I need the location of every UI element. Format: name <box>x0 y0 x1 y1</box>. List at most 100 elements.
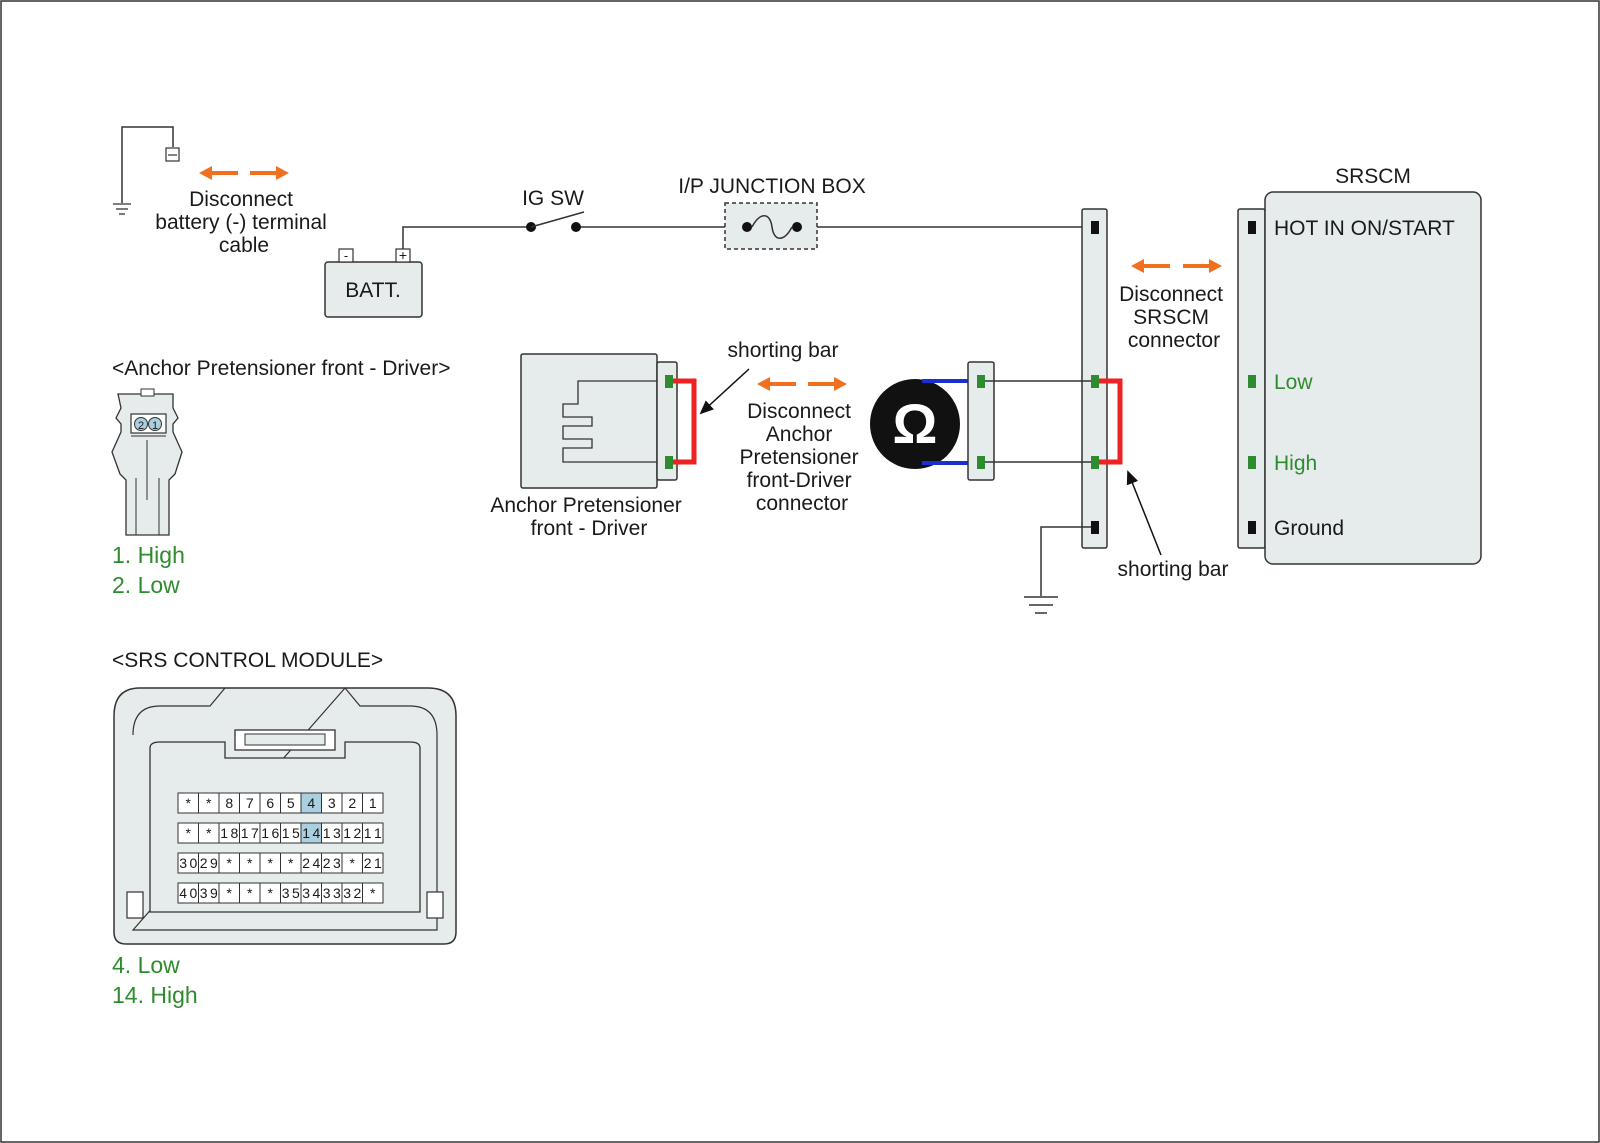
pretensioner-internal-wiring <box>562 380 657 463</box>
harness-terminal-hot <box>1091 221 1099 234</box>
shorting-bar-left <box>673 378 697 465</box>
pin-label: * <box>370 885 376 901</box>
pin-label: * <box>227 885 233 901</box>
shorting-bar-right <box>1099 378 1123 465</box>
pin-label: 8 <box>225 795 233 811</box>
battery-disconnect-label: Disconnect battery (-) terminal cable <box>155 188 332 257</box>
srscm-high-label: High <box>1274 452 1317 475</box>
pretensioner-label: Anchor Pretensioner front - Driver <box>490 494 687 540</box>
pin-label: 1 <box>369 795 377 811</box>
test-terminal-low <box>977 375 985 388</box>
pin-cell <box>362 882 384 904</box>
pin-label: 7 <box>246 795 254 811</box>
ig-switch-label: IG SW <box>522 187 584 210</box>
pretensioner-disconnect-line: Disconnect <box>747 400 851 423</box>
pin-label: 3 <box>328 795 336 811</box>
pretensioner-disconnect-line: Pretensioner <box>740 446 859 469</box>
srscm-disconnect-line: connector <box>1128 329 1220 352</box>
battery-disconnect-arrow <box>199 166 289 180</box>
srscm-terminal-ground <box>1248 521 1256 534</box>
pretensioner-disconnect-arrow <box>757 377 847 391</box>
pin-label: 2 <box>348 795 356 811</box>
srscm-terminal-low <box>1248 375 1256 388</box>
junction-box-label: I/P JUNCTION BOX <box>678 175 865 198</box>
battery-disconnect-line: Disconnect <box>189 188 293 211</box>
pretensioner-connector <box>656 361 678 481</box>
srscm-module: SRSCM HOT IN ON/START Low High Ground <box>1237 165 1482 565</box>
pin-label: * <box>206 795 212 811</box>
srscm-terminal-high <box>1248 456 1256 469</box>
pretensioner-disconnect-label: Disconnect Anchor Pretensioner front-Dri… <box>740 400 865 515</box>
srs-legend-item: 14. High <box>112 982 198 1008</box>
anchor-legend-item: 2. Low <box>112 572 180 598</box>
pretensioner-disconnect-line: front-Driver <box>747 469 852 492</box>
battery-label: BATT. <box>345 279 401 302</box>
ohmmeter: Ω <box>870 379 980 469</box>
srscm-disconnect-label: Disconnect SRSCM connector <box>1119 283 1229 352</box>
srscm-low-label: Low <box>1274 371 1313 394</box>
anchor-legend-item: 1. High <box>112 542 185 568</box>
battery: - + BATT. <box>324 247 423 318</box>
srs-legend-item: 4. Low <box>112 952 180 978</box>
shorting-bar-label-left: shorting bar <box>728 339 839 362</box>
ig-switch: IG SW <box>522 187 585 232</box>
battery-disconnect-line: cable <box>219 234 269 257</box>
power-wire-batt <box>402 226 531 249</box>
pin-label: * <box>350 855 356 871</box>
pin-cell <box>362 852 384 874</box>
pin-label: * <box>227 855 233 871</box>
pin-label: * <box>186 825 192 841</box>
pin-label: * <box>247 885 253 901</box>
battery-plus-symbol: + <box>399 247 407 263</box>
pretensioner-body <box>520 353 658 489</box>
pretensioner-terminal-1 <box>665 375 673 388</box>
ohmmeter-body <box>870 379 960 469</box>
battery-ground-wire <box>113 126 180 215</box>
pin-label: * <box>247 855 253 871</box>
pin-label: 4 <box>307 795 315 811</box>
battery-minus-symbol: - <box>344 248 348 263</box>
pin-label: * <box>268 855 274 871</box>
pin-label: * <box>206 825 212 841</box>
anchor-pin-label: 1 <box>152 420 158 432</box>
harness-terminal-low <box>1091 375 1099 388</box>
srscm-body <box>1264 191 1482 565</box>
anchor-connector-title: <Anchor Pretensioner front - Driver> <box>112 357 450 380</box>
ip-junction-box: I/P JUNCTION BOX <box>678 175 866 250</box>
srs-module-title: <SRS CONTROL MODULE> <box>112 649 383 672</box>
anchor-connector-drawing: 2 1 <box>111 388 183 536</box>
ohm-icon: Ω <box>893 392 938 455</box>
test-terminal-high <box>977 456 985 469</box>
pretensioner-label-line: Anchor Pretensioner <box>490 494 681 517</box>
pin-label: 6 <box>266 795 274 811</box>
srscm-terminal-hot <box>1248 221 1256 234</box>
pin-cell <box>362 822 384 844</box>
pretensioner-disconnect-line: connector <box>756 492 848 515</box>
pin-label: 5 <box>287 795 295 811</box>
ground-wire <box>1024 526 1091 614</box>
pin-label: * <box>186 795 192 811</box>
srscm-disconnect-line: SRSCM <box>1133 306 1209 329</box>
pretensioner-disconnect-line: Anchor <box>766 423 833 446</box>
test-harness-connector <box>967 361 995 481</box>
shorting-bar-pointer-left <box>699 368 750 415</box>
pretensioner-label-line: front - Driver <box>531 517 648 540</box>
anchor-pin-label: 2 <box>138 420 144 432</box>
shorting-bar-label-right: shorting bar <box>1118 558 1229 581</box>
pin-label: * <box>288 855 294 871</box>
pin-label: * <box>268 885 274 901</box>
shorting-bar-pointer-right <box>1126 470 1162 556</box>
pretensioner-terminal-2 <box>665 456 673 469</box>
srscm-disconnect-line: Disconnect <box>1119 283 1223 306</box>
srscm-hot-label: HOT IN ON/START <box>1274 217 1455 240</box>
harness-terminal-ground <box>1091 521 1099 534</box>
harness-terminal-high <box>1091 456 1099 469</box>
srscm-disconnect-arrow <box>1131 259 1222 273</box>
pin-cell <box>362 792 384 814</box>
srscm-ground-label: Ground <box>1274 517 1344 540</box>
battery-disconnect-line: battery (-) terminal <box>155 211 327 234</box>
